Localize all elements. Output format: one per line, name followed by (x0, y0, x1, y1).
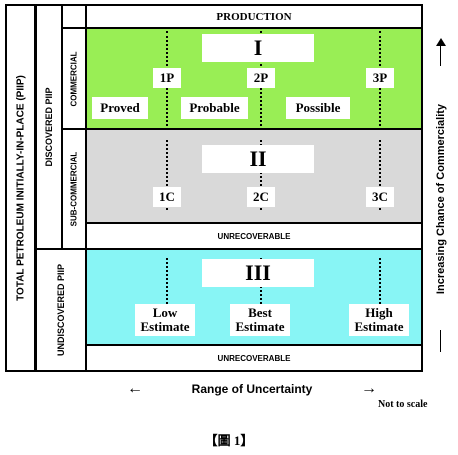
marker-2p: 2P (247, 68, 275, 88)
sub-commercial-zone (85, 128, 423, 224)
dotted-line-2c (260, 140, 262, 210)
estimate-best-line1: Best (248, 305, 272, 320)
roman-numeral-i: I (202, 34, 314, 62)
commercial-band: COMMERCIAL (61, 27, 87, 130)
total-piip-label: TOTAL PETROLEUM INITIALLY-IN-PLACE (PIIP… (15, 75, 26, 301)
y-axis-arrowhead (436, 38, 446, 46)
y-axis-arrow-up (440, 44, 441, 66)
total-piip-band: TOTAL PETROLEUM INITIALLY-IN-PLACE (PIIP… (5, 4, 36, 372)
unrecoverable-label-2: UNRECOVERABLE (217, 353, 291, 363)
estimate-best: Best Estimate (230, 304, 290, 336)
production-label: PRODUCTION (216, 10, 292, 23)
estimate-high-line1: High (365, 305, 393, 320)
sub-commercial-band: SUB-COMMERCIAL (61, 128, 87, 250)
category-probable: Probable (181, 97, 248, 119)
estimate-low-line2: Estimate (140, 319, 190, 334)
marker-3c: 3C (366, 187, 394, 207)
y-axis-label-wrap: Increasing Chance of Commerciality (428, 86, 454, 312)
category-possible: Possible (286, 97, 350, 119)
marker-1c: 1C (153, 187, 181, 207)
top-corner-cell (61, 4, 87, 29)
marker-3p: 3P (366, 68, 394, 88)
unrecoverable-row-discovered: UNRECOVERABLE (85, 222, 423, 250)
roman-numeral-ii: II (202, 145, 314, 173)
y-axis-label: Increasing Chance of Commerciality (435, 103, 447, 295)
not-to-scale-note: Not to scale (378, 399, 428, 410)
x-axis: ← Range of Uncertainty → (85, 379, 423, 399)
dotted-line-high (379, 258, 381, 304)
y-axis-line-bottom (440, 330, 441, 352)
unrecoverable-label-1: UNRECOVERABLE (217, 231, 291, 241)
roman-numeral-iii: III (202, 259, 314, 287)
figure-caption: 【圖 1】 (204, 433, 254, 448)
undiscovered-piip-label: UNDISCOVERED PIIP (56, 263, 66, 357)
estimate-high: High Estimate (349, 304, 409, 336)
x-axis-arrow-left: ← (127, 380, 143, 397)
sub-commercial-label: SUB-COMMERCIAL (69, 151, 79, 227)
undiscovered-piip-band: UNDISCOVERED PIIP (35, 248, 87, 372)
production-row: PRODUCTION (85, 4, 423, 29)
discovered-piip-band: DISCOVERED PIIP (35, 4, 63, 250)
category-proved: Proved (92, 97, 148, 119)
dotted-line-1c (166, 140, 168, 210)
estimate-low: Low Estimate (135, 304, 195, 336)
marker-1p: 1P (153, 68, 181, 88)
x-axis-arrow-right: → (361, 380, 377, 397)
dotted-line-low (166, 258, 168, 304)
discovered-piip-label: DISCOVERED PIIP (44, 87, 54, 167)
marker-2c: 2C (247, 187, 275, 207)
estimate-low-line1: Low (152, 305, 178, 320)
estimate-best-line2: Estimate (235, 319, 285, 334)
unrecoverable-row-undiscovered: UNRECOVERABLE (85, 344, 423, 372)
dotted-line-3c (379, 140, 381, 210)
x-axis-label: Range of Uncertainty (191, 382, 313, 396)
commercial-label: COMMERCIAL (69, 50, 79, 107)
estimate-high-line2: Estimate (354, 319, 404, 334)
